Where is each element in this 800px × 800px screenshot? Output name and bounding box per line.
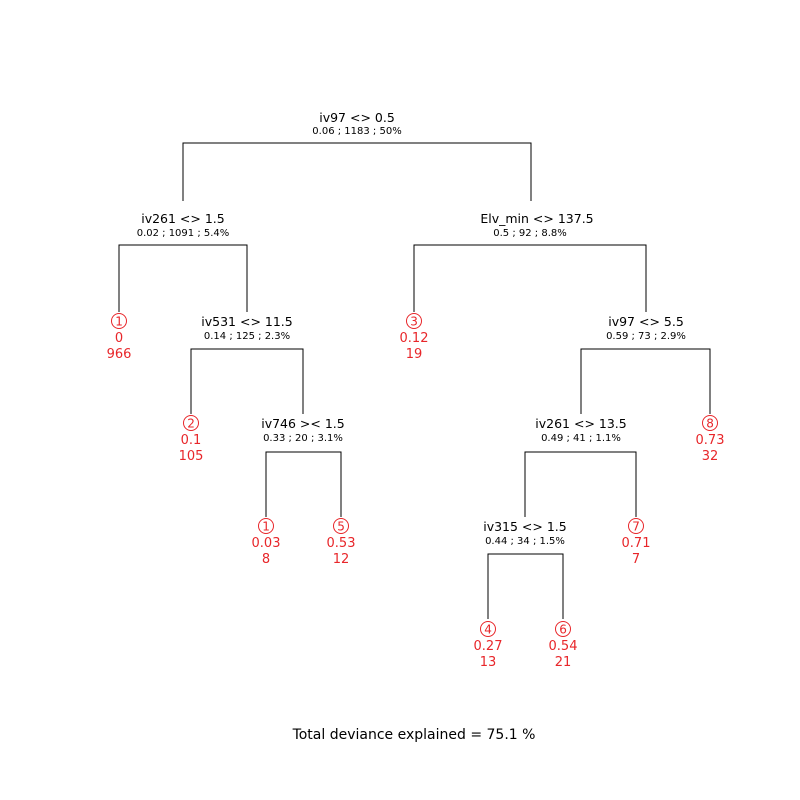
edge-iv97-2 — [580, 348, 711, 414]
split-label: iv261 <> 1.5 — [141, 211, 225, 226]
leaf-id-circle-icon — [333, 518, 349, 534]
leaf-id: 3 — [410, 315, 418, 329]
split-stats: 0.59 ; 73 ; 2.9% — [606, 331, 686, 342]
edge-root — [182, 142, 532, 201]
leaf-id: 4 — [484, 623, 492, 637]
leaf-count: 19 — [406, 347, 423, 362]
leaf-id-circle-icon — [183, 415, 199, 431]
leaf-id: 1 — [262, 520, 270, 534]
leaf-id-circle-icon — [480, 621, 496, 637]
split-stats: 0.14 ; 125 ; 2.3% — [204, 331, 290, 342]
leaf-id: 1 — [115, 315, 123, 329]
split-label: iv531 <> 11.5 — [201, 314, 292, 329]
leaf-count: 7 — [632, 552, 640, 567]
leaf-node: 6 0.54 21 — [549, 621, 578, 670]
leaf-id: 7 — [632, 520, 640, 534]
leaf-node: 1 0 966 — [107, 313, 132, 362]
leaf-node: 7 0.71 7 — [622, 518, 651, 567]
split-node-iv315: iv315 <> 1.5 0.44 ; 34 ; 1.5% — [483, 519, 567, 547]
leaf-id-circle-icon — [702, 415, 718, 431]
split-stats: 0.49 ; 41 ; 1.1% — [541, 433, 621, 444]
leaf-id-circle-icon — [111, 313, 127, 329]
edge-iv261-2 — [524, 451, 637, 517]
leaf-node: 5 0.53 12 — [327, 518, 356, 567]
edge-iv531 — [190, 348, 304, 414]
leaf-value: 0 — [115, 331, 123, 346]
leaf-id: 5 — [337, 520, 345, 534]
leaf-count: 966 — [107, 347, 132, 362]
leaf-value: 0.1 — [181, 433, 202, 448]
leaf-node: 8 0.73 32 — [696, 415, 725, 464]
leaf-id: 6 — [559, 623, 567, 637]
leaf-id-circle-icon — [406, 313, 422, 329]
split-label: iv315 <> 1.5 — [483, 519, 567, 534]
leaf-node: 1 0.03 8 — [252, 518, 281, 567]
leaf-value: 0.54 — [549, 639, 578, 654]
leaf-value: 0.73 — [696, 433, 725, 448]
split-label: iv97 <> 0.5 — [319, 110, 395, 125]
leaf-node: 3 0.12 19 — [400, 313, 429, 362]
split-stats: 0.5 ; 92 ; 8.8% — [493, 228, 567, 239]
edge-iv315 — [487, 553, 564, 619]
leaf-node: 2 0.1 105 — [179, 415, 204, 464]
leaf-node: 4 0.27 13 — [474, 621, 503, 670]
leaf-value: 0.12 — [400, 331, 429, 346]
split-node-root: iv97 <> 0.5 0.06 ; 1183 ; 50% — [312, 110, 401, 137]
split-node-iv261-2: iv261 <> 13.5 0.49 ; 41 ; 1.1% — [535, 416, 626, 444]
leaf-id-circle-icon — [555, 621, 571, 637]
leaf-id-circle-icon — [258, 518, 274, 534]
leaf-value: 0.03 — [252, 536, 281, 551]
split-stats: 0.06 ; 1183 ; 50% — [312, 126, 401, 137]
leaf-count: 8 — [262, 552, 270, 567]
split-stats: 0.02 ; 1091 ; 5.4% — [137, 228, 230, 239]
split-label: Elv_min <> 137.5 — [480, 211, 593, 226]
edge-iv261-1 — [118, 244, 248, 312]
split-label: iv261 <> 13.5 — [535, 416, 626, 431]
leaf-id-circle-icon — [628, 518, 644, 534]
leaf-count: 13 — [480, 655, 497, 670]
split-node-iv97-2: iv97 <> 5.5 0.59 ; 73 ; 2.9% — [606, 314, 686, 342]
split-stats: 0.44 ; 34 ; 1.5% — [485, 536, 565, 547]
leaf-value: 0.27 — [474, 639, 503, 654]
split-node-iv531: iv531 <> 11.5 0.14 ; 125 ; 2.3% — [201, 314, 292, 342]
leaf-id: 2 — [187, 417, 195, 431]
split-node-iv261-1: iv261 <> 1.5 0.02 ; 1091 ; 5.4% — [137, 211, 230, 239]
split-label: iv746 >< 1.5 — [261, 416, 345, 431]
split-label: iv97 <> 5.5 — [608, 314, 684, 329]
split-node-iv746: iv746 >< 1.5 0.33 ; 20 ; 3.1% — [261, 416, 345, 444]
edge-iv746 — [265, 451, 342, 517]
edge-elvmin — [413, 244, 647, 312]
leaf-count: 32 — [702, 449, 719, 464]
leaf-count: 105 — [179, 449, 204, 464]
leaf-value: 0.53 — [327, 536, 356, 551]
split-node-elvmin: Elv_min <> 137.5 0.5 ; 92 ; 8.8% — [480, 211, 593, 239]
leaf-value: 0.71 — [622, 536, 651, 551]
split-stats: 0.33 ; 20 ; 3.1% — [263, 433, 343, 444]
deviance-explained-caption: Total deviance explained = 75.1 % — [292, 727, 536, 743]
tree-edges — [118, 142, 711, 619]
leaf-count: 12 — [333, 552, 350, 567]
leaf-count: 21 — [555, 655, 572, 670]
leaf-id: 8 — [706, 417, 714, 431]
